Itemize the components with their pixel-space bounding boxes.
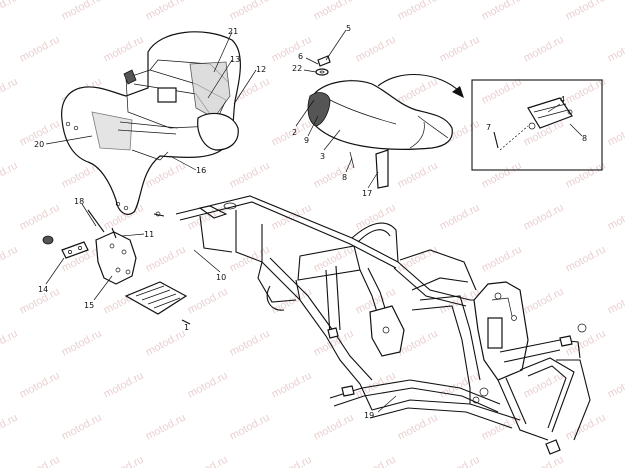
watermark-text: motod.ru xyxy=(102,454,146,468)
bracket xyxy=(42,235,89,259)
watermark-text: motod.ru xyxy=(102,34,146,65)
watermark-text: motod.ru xyxy=(438,34,482,65)
latch-detail-inset xyxy=(471,79,603,171)
callout-13: 13 xyxy=(230,55,240,64)
callout-15: 15 xyxy=(84,301,94,310)
fasteners xyxy=(87,209,191,325)
watermark-text: motod.ru xyxy=(18,34,62,65)
watermark-text: motod.ru xyxy=(186,370,230,401)
callout-8-strap: 8 xyxy=(342,173,347,182)
watermark-text: motod.ru xyxy=(0,412,20,443)
watermark-text: motod.ru xyxy=(354,454,398,468)
watermark-text: motod.ru xyxy=(480,244,524,275)
watermark-text: motod.ru xyxy=(312,412,356,443)
callout-6: 6 xyxy=(298,52,303,61)
callout-10: 10 xyxy=(216,273,226,282)
watermark-text: motod.ru xyxy=(228,0,272,23)
callout-9: 9 xyxy=(304,136,309,145)
watermark-text: motod.ru xyxy=(606,286,625,317)
callout-19: 19 xyxy=(364,411,374,420)
watermark-text: motod.ru xyxy=(228,412,272,443)
watermark-text: motod.ru xyxy=(60,0,104,23)
watermark-text: motod.ru xyxy=(144,412,188,443)
watermark-text: motod.ru xyxy=(186,454,230,468)
watermark-text: motod.ru xyxy=(228,244,272,275)
watermark-text: motod.ru xyxy=(564,244,608,275)
callout-7: 7 xyxy=(486,123,491,132)
watermark-text: motod.ru xyxy=(270,370,314,401)
footrest xyxy=(124,281,188,315)
watermark-text: motod.ru xyxy=(396,0,440,23)
watermark-text: motod.ru xyxy=(522,202,566,233)
watermark-text: motod.ru xyxy=(18,202,62,233)
watermark-text: motod.ru xyxy=(0,244,20,275)
callout-12: 12 xyxy=(256,65,266,74)
watermark-text: motod.ru xyxy=(186,286,230,317)
callout-14: 14 xyxy=(38,285,48,294)
watermark-text: motod.ru xyxy=(0,160,20,191)
watermark-text: motod.ru xyxy=(0,0,20,23)
watermark-text: motod.ru xyxy=(480,160,524,191)
callout-20: 20 xyxy=(34,140,44,149)
watermark-text: motod.ru xyxy=(396,76,440,107)
watermark-text: motod.ru xyxy=(18,454,62,468)
watermark-text: motod.ru xyxy=(0,328,20,359)
watermark-text: motod.ru xyxy=(438,454,482,468)
watermark-text: motod.ru xyxy=(270,454,314,468)
callout-4: 4 xyxy=(560,95,565,104)
watermark-text: motod.ru xyxy=(312,244,356,275)
watermark-text: motod.ru xyxy=(606,118,625,149)
callout-21: 21 xyxy=(228,27,238,36)
watermark-text: motod.ru xyxy=(228,160,272,191)
watermark-text: motod.ru xyxy=(60,328,104,359)
watermark-text: motod.ru xyxy=(228,328,272,359)
callout-2: 2 xyxy=(292,128,297,137)
watermark-text: motod.ru xyxy=(522,454,566,468)
watermark-text: motod.ru xyxy=(144,0,188,23)
watermark-text: motod.ru xyxy=(0,76,20,107)
watermark-text: motod.ru xyxy=(18,370,62,401)
watermark-text: motod.ru xyxy=(270,34,314,65)
watermark-text: motod.ru xyxy=(480,412,524,443)
watermark-text: motod.ru xyxy=(606,370,625,401)
watermark-text: motod.ru xyxy=(480,0,524,23)
watermark-text: motod.ru xyxy=(564,160,608,191)
watermark-text: motod.ru xyxy=(354,34,398,65)
watermark-text: motod.ru xyxy=(396,160,440,191)
callouts: 21 13 12 20 16 5 6 22 2 9 3 8 17 4 7 8 1… xyxy=(34,24,587,420)
callout-3: 3 xyxy=(320,152,325,161)
callout-16: 16 xyxy=(196,166,206,175)
watermark-text: motod.ru xyxy=(396,412,440,443)
watermark-text: motod.ru xyxy=(144,328,188,359)
watermark-text: motod.ru xyxy=(606,454,625,468)
callout-8-latch: 8 xyxy=(582,134,587,143)
seat-hardware xyxy=(315,55,331,76)
callout-17: 17 xyxy=(362,189,372,198)
watermark-text: motod.ru xyxy=(564,412,608,443)
watermark-text: motod.ru xyxy=(606,202,625,233)
leader-lines xyxy=(45,29,583,413)
watermark-text: motod.ru xyxy=(522,286,566,317)
watermark-text: motod.ru xyxy=(438,202,482,233)
callout-18: 18 xyxy=(74,197,84,206)
mud-flap xyxy=(95,231,137,285)
callout-22: 22 xyxy=(292,64,302,73)
callout-1: 1 xyxy=(184,323,189,332)
watermark-text: motod.ru xyxy=(606,34,625,65)
watermark-text: motod.ru xyxy=(564,0,608,23)
seat-strap xyxy=(349,149,389,189)
watermark-text: motod.ru xyxy=(522,34,566,65)
frame xyxy=(175,195,591,455)
callout-11: 11 xyxy=(144,230,154,239)
watermark-text: motod.ru xyxy=(312,0,356,23)
watermark-text: motod.ru xyxy=(144,244,188,275)
callout-5: 5 xyxy=(346,24,351,33)
watermark-text: motod.ru xyxy=(354,202,398,233)
watermark-text: motod.ru xyxy=(102,370,146,401)
watermark-text: motod.ru xyxy=(60,412,104,443)
rear-fender xyxy=(61,31,241,215)
